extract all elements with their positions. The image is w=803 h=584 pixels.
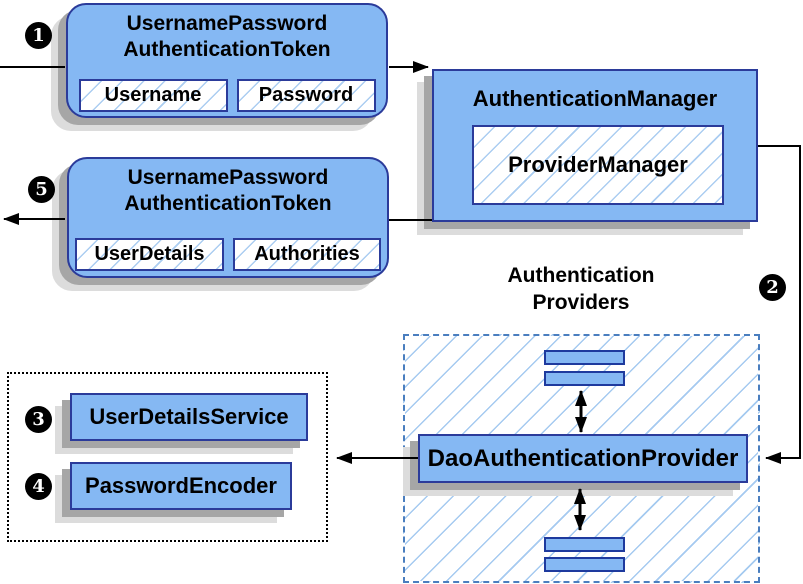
step-5-badge: 5 — [28, 176, 55, 203]
step-2-badge: 2 — [759, 274, 786, 301]
request-token-box: UsernamePassword AuthenticationToken Use… — [66, 3, 388, 118]
authentication-providers-title-line1: Authentication — [507, 264, 655, 287]
request-token-title: UsernamePassword AuthenticationToken — [68, 11, 386, 63]
request-token-title-line1: UsernamePassword — [126, 12, 328, 35]
services-group — [7, 372, 328, 542]
step-1-badge: 1 — [25, 22, 52, 49]
provider-stack-bar — [544, 557, 625, 572]
password-field-chip: Password — [236, 79, 376, 112]
provider-stack-bar — [544, 350, 625, 365]
request-token-title-line2: AuthenticationToken — [123, 38, 331, 61]
request-token-fields: Username Password — [68, 79, 386, 112]
authentication-manager-title: AuthenticationManager — [472, 86, 718, 111]
user-details-service-box: UserDetailsService — [70, 393, 308, 441]
authentication-manager-box: AuthenticationManager ProviderManager — [432, 69, 758, 222]
dao-authentication-provider-box: DaoAuthenticationProvider — [418, 434, 748, 483]
authorities-field-chip: Authorities — [233, 238, 381, 271]
provider-manager-box: ProviderManager — [472, 125, 724, 205]
response-token-title-line1: UsernamePassword — [127, 166, 329, 189]
password-encoder-box: PasswordEncoder — [70, 462, 292, 510]
step-4-badge: 4 — [25, 473, 52, 500]
username-field-chip: Username — [78, 79, 228, 112]
step-3-badge: 3 — [25, 406, 52, 433]
authentication-providers-title: Authentication Providers — [455, 262, 707, 316]
manager-to-provider-arrow — [758, 145, 801, 464]
response-token-title: UsernamePassword AuthenticationToken — [69, 165, 387, 217]
provider-stack-bar — [544, 537, 625, 552]
authentication-providers-title-line2: Providers — [532, 291, 630, 314]
provider-stack-bar — [544, 371, 625, 386]
userdetails-field-chip: UserDetails — [75, 238, 224, 271]
response-token-box: UsernamePassword AuthenticationToken Use… — [67, 157, 389, 278]
response-token-fields: UserDetails Authorities — [69, 238, 387, 271]
response-token-title-line2: AuthenticationToken — [124, 192, 332, 215]
